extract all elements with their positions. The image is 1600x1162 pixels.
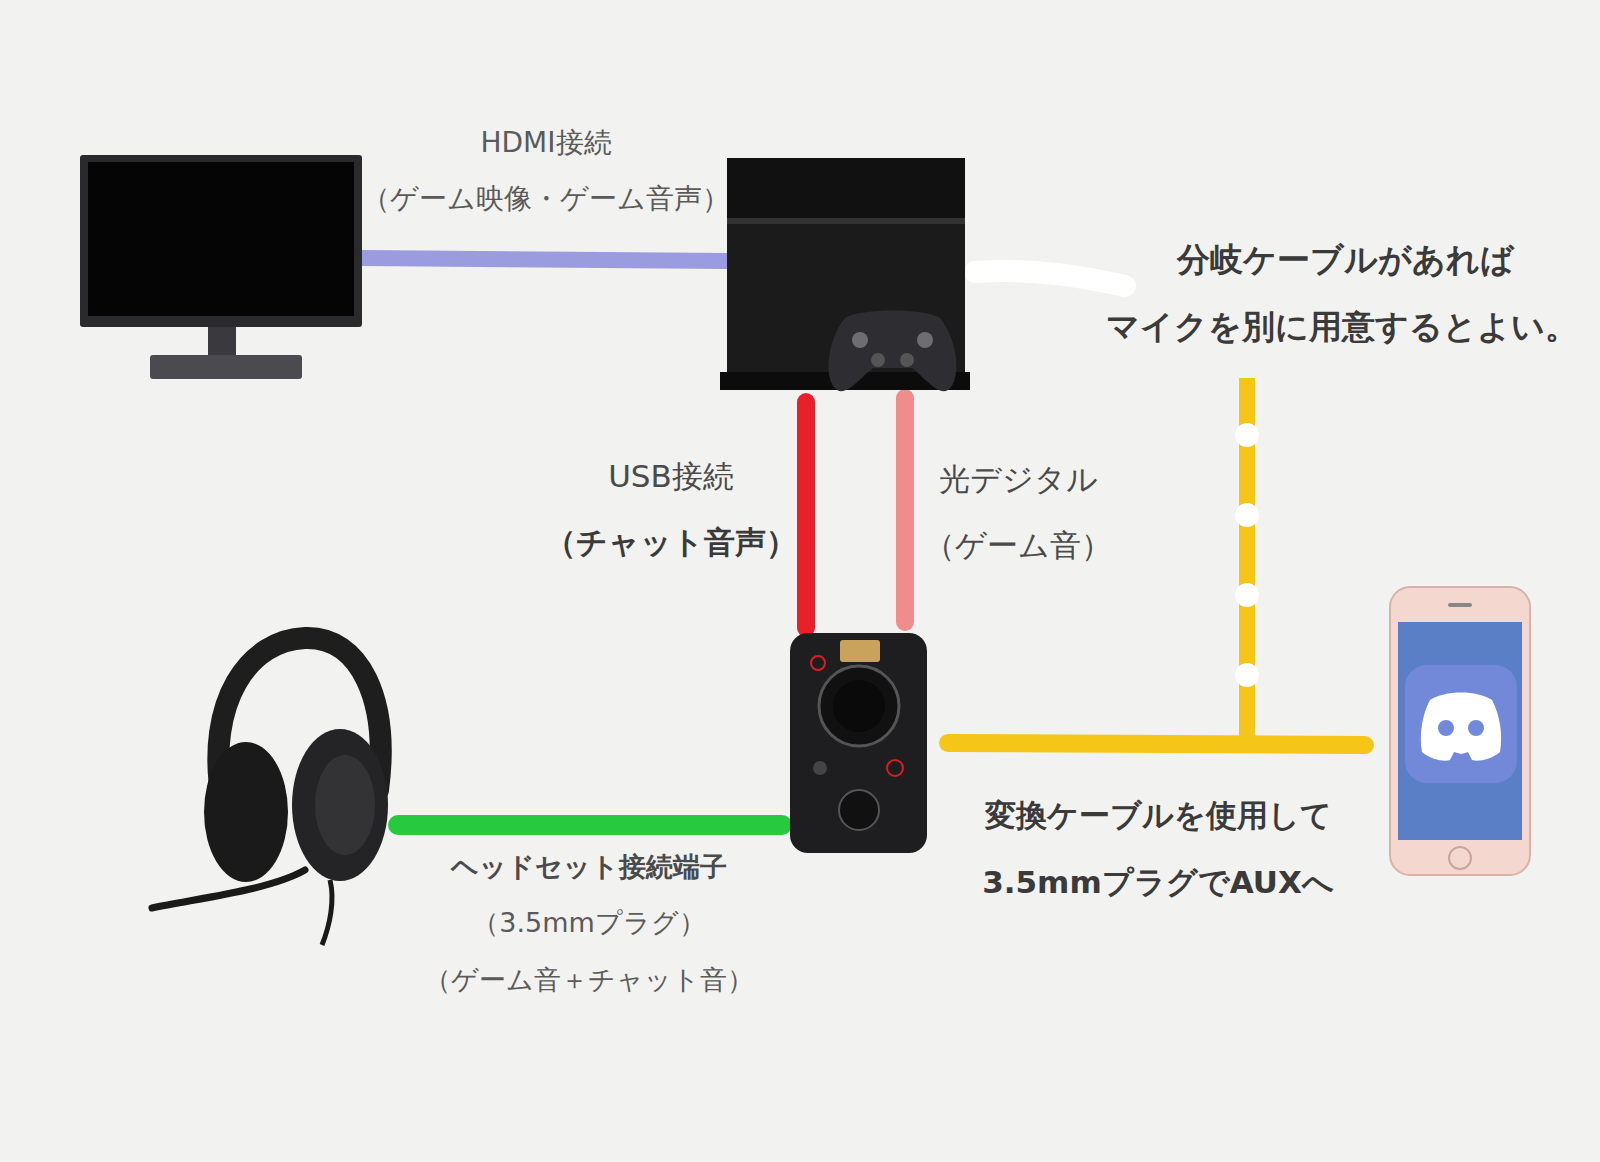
headset-cable: [398, 815, 782, 835]
mic-boom: [152, 870, 305, 908]
console-groove: [727, 218, 965, 224]
headset-wire: [322, 880, 332, 945]
discord-icon: [1405, 665, 1517, 783]
splitter-cable: [975, 271, 1125, 286]
cable-label: USB接続: [608, 459, 734, 495]
discord-eye: [1438, 720, 1454, 736]
mixamp-dial-center: [833, 680, 885, 732]
monitor-neck: [208, 327, 236, 357]
mixamp-knob: [839, 790, 879, 830]
usb-cable: [797, 402, 815, 628]
cable-dot: [1235, 583, 1259, 607]
cable-dot: [1235, 503, 1259, 527]
power-button: [811, 656, 825, 670]
ear-cup-plate: [315, 755, 375, 855]
phone-screen: [1398, 622, 1522, 840]
discord-eye: [1468, 720, 1484, 736]
cable-label: マイクを別に用意するとよい。: [1106, 308, 1578, 346]
console-top: [727, 158, 965, 218]
cable-label: HDMI接続: [480, 127, 611, 159]
cable-label: （チャット音声）: [545, 525, 797, 561]
cable-label: 変換ケーブルを使用して: [985, 798, 1332, 834]
mixamp-dial: [819, 666, 899, 746]
phone-speaker: [1448, 603, 1472, 607]
phone-body: [1390, 587, 1530, 875]
cable-dot: [1235, 663, 1259, 687]
discord-logo: [1421, 693, 1501, 761]
controller: [829, 311, 957, 392]
monitor-screen: [88, 162, 354, 316]
cable-label: （3.5mmプラグ）: [472, 907, 706, 938]
cable-dot: [1235, 423, 1259, 447]
controller-stick: [871, 353, 885, 367]
controller-button: [852, 332, 868, 348]
ear-cup: [292, 729, 388, 881]
controller-stick: [900, 353, 914, 367]
mixamp-button: [813, 761, 827, 775]
ear-cup: [204, 742, 288, 882]
aux-cable: [948, 743, 1365, 745]
mixamp-button: [887, 760, 903, 776]
cable-label: ヘッドセット接続端子: [451, 851, 727, 882]
monitor-bezel: [80, 155, 362, 327]
hdmi-cable: [362, 258, 728, 261]
controller-button: [917, 332, 933, 348]
cable-label: （ゲーム映像・ゲーム音声）: [362, 183, 730, 215]
cable-label: （ゲーム音＋チャット音）: [424, 964, 754, 995]
cable-label: 3.5mmプラグでAUXへ: [982, 865, 1334, 901]
cable-label: （ゲーム音）: [924, 528, 1112, 564]
monitor-base: [150, 355, 302, 379]
optical-cable: [896, 398, 914, 622]
cable-label: 分岐ケーブルがあれば: [1177, 241, 1514, 279]
mixamp-body: [790, 633, 927, 853]
mixamp-badge: [840, 640, 880, 662]
home-button: [1449, 847, 1471, 869]
cable-label: 光デジタル: [939, 462, 1098, 498]
